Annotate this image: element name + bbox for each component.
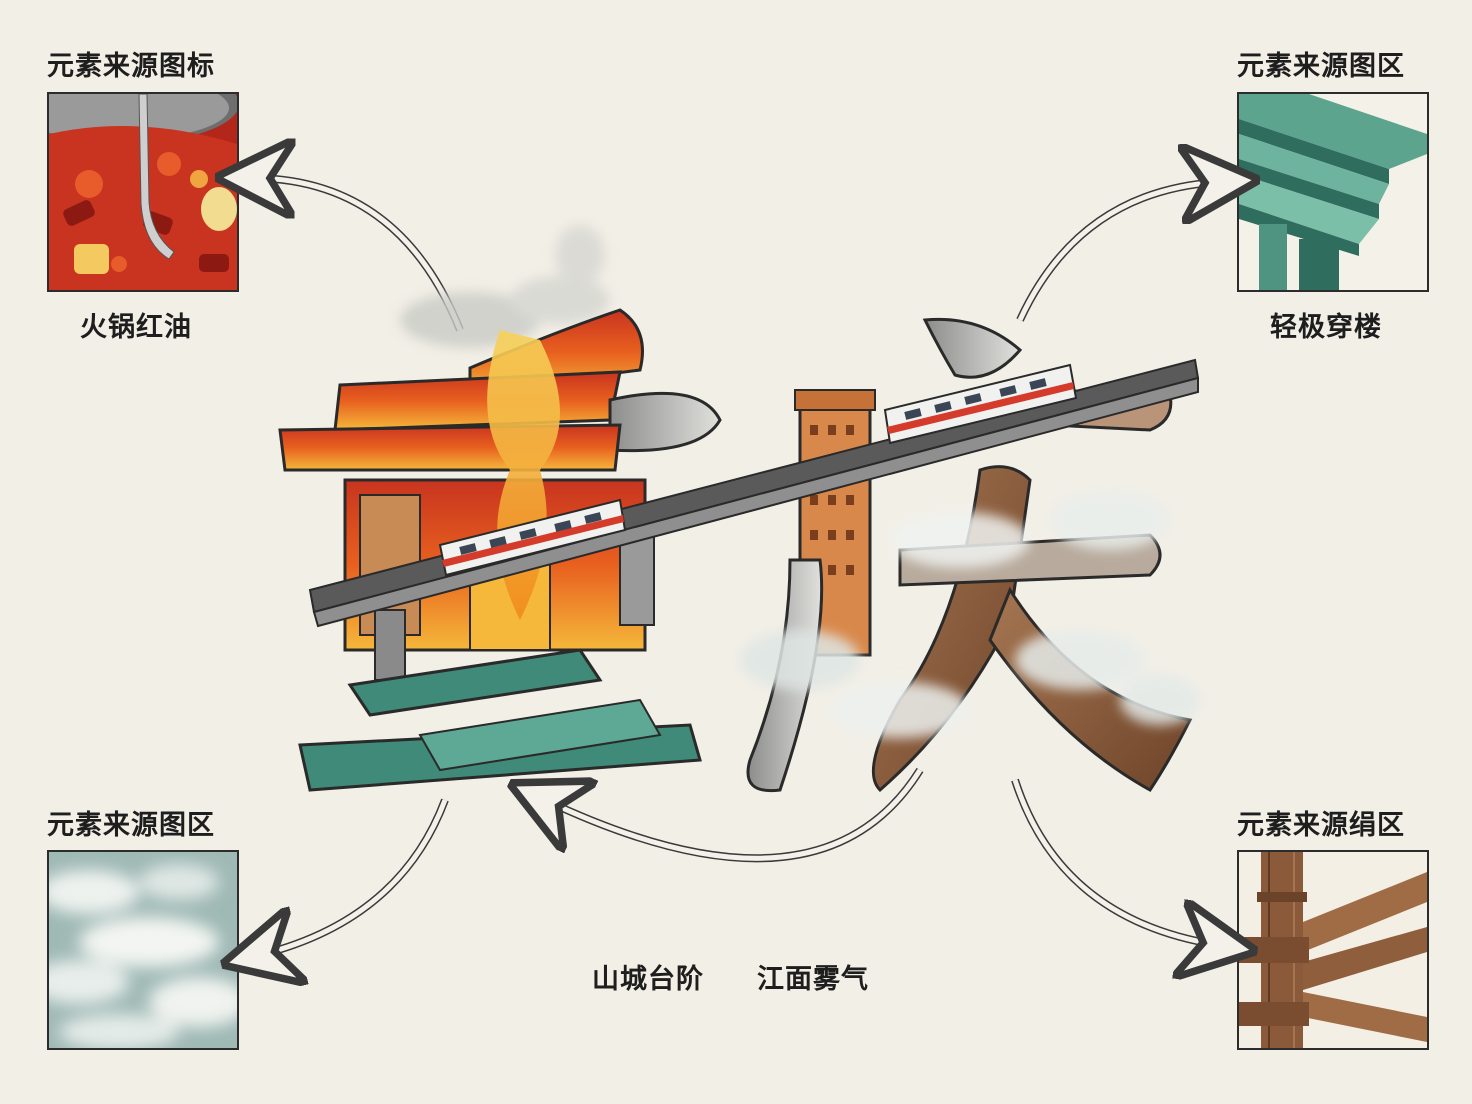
arrow-to-wood: [1011, 778, 1218, 945]
arrow-to-mist: [260, 798, 449, 955]
character-zhong: [278, 308, 722, 792]
building: [794, 389, 876, 657]
top-left-heading: 元素来源图标: [47, 51, 215, 82]
bottom-right-heading: 元素来源绢区: [1237, 810, 1405, 841]
bottom-left-heading: 元素来源图区: [47, 810, 215, 841]
wood-beam-icon: [1239, 852, 1427, 1048]
arrow-to-stairs: [1016, 182, 1220, 322]
mist-icon: [49, 852, 237, 1048]
train-left: [438, 498, 627, 577]
hotpot-icon: [49, 94, 237, 290]
stairs-caption: 山城台阶: [592, 964, 704, 995]
top-right-caption: 轻极穿楼: [1270, 312, 1382, 343]
mist-caption: 江面雾气: [757, 964, 869, 995]
top-left-caption: 火锅红油: [80, 312, 192, 343]
arrow-mist-to-stairs: [545, 767, 924, 863]
top-right-heading: 元素来源图区: [1237, 51, 1405, 82]
stairs-icon: [1239, 94, 1427, 290]
train-right: [883, 363, 1078, 445]
arrow-to-hotpot: [255, 178, 464, 332]
wood-panel: [1237, 850, 1429, 1050]
mist-panel: [47, 850, 239, 1050]
